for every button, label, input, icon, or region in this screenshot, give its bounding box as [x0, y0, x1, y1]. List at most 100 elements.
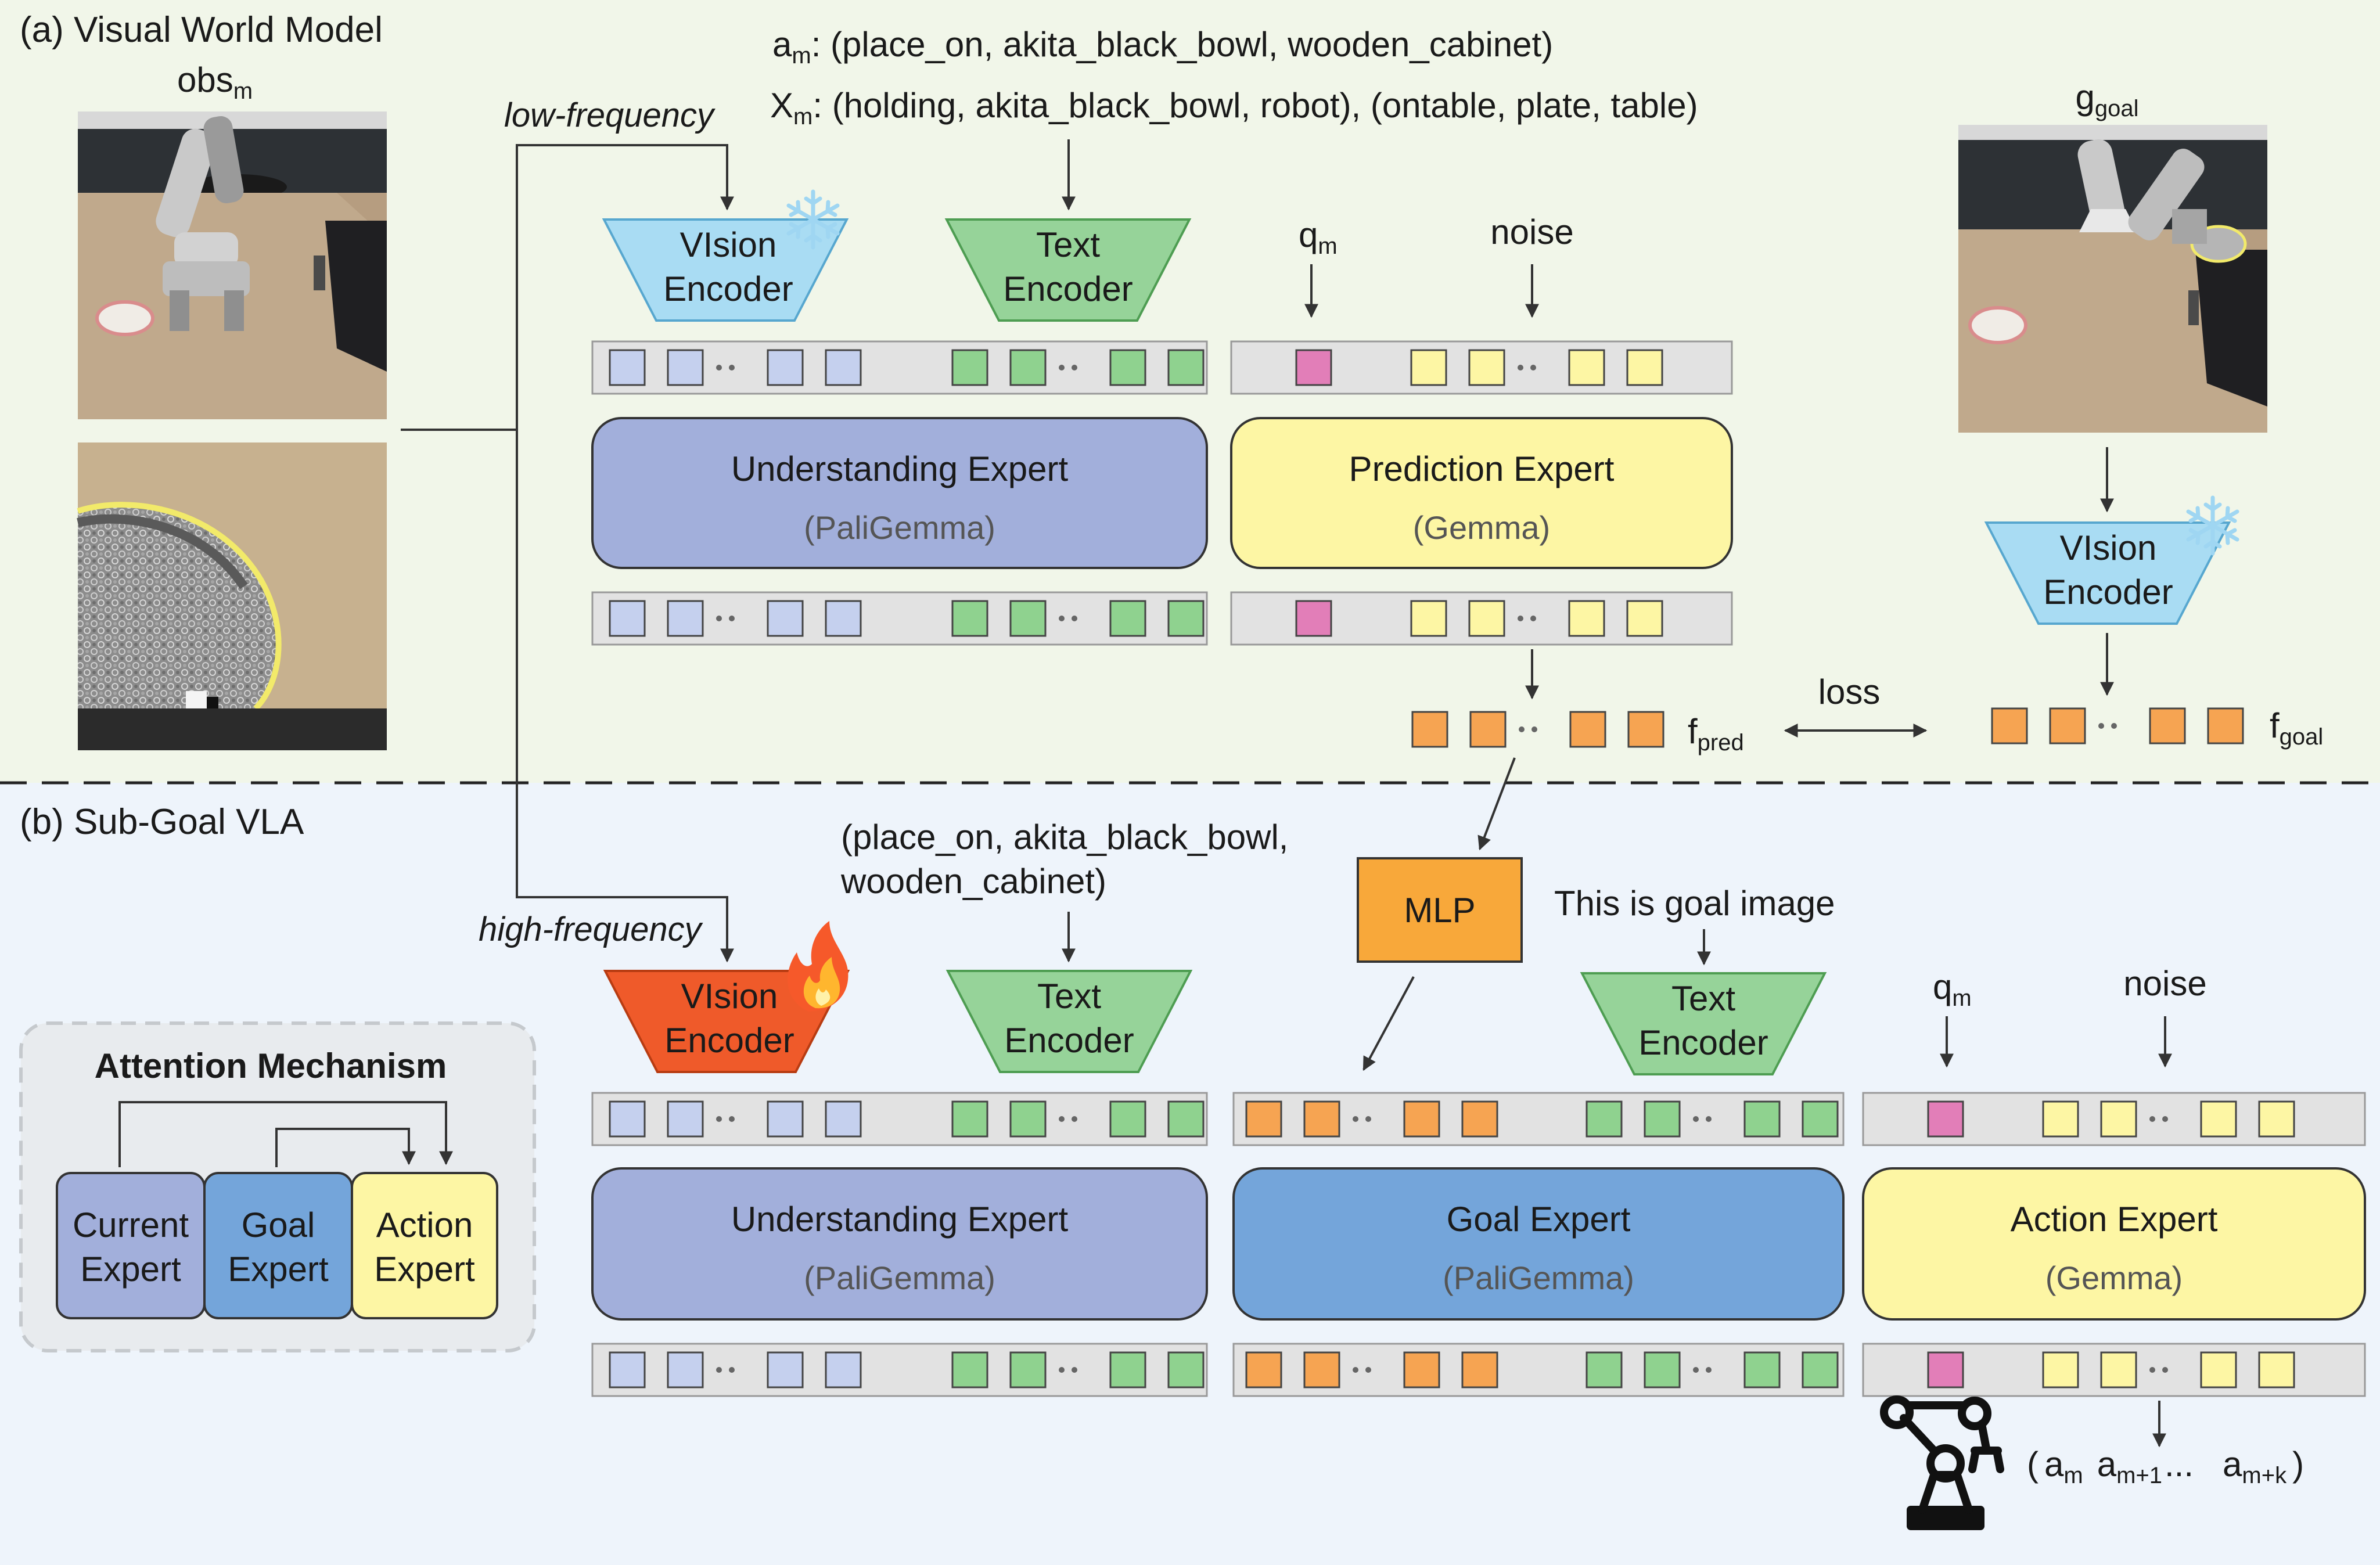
goal-prompt: This is goal image	[1554, 884, 1835, 923]
fgoal-token	[2049, 707, 2086, 744]
text-token	[1009, 600, 1047, 637]
token-ellipsis-dot	[1072, 616, 1077, 621]
token-ellipsis-dot	[2111, 723, 2117, 729]
token-ellipsis-dot	[1365, 1116, 1371, 1122]
noise-token	[2200, 1100, 2237, 1138]
vision-token	[825, 1100, 862, 1138]
fgoal-label: fgoal	[2270, 706, 2323, 750]
vision-token	[767, 1100, 804, 1138]
svg-text:Goal: Goal	[242, 1206, 315, 1244]
low-frequency-arrow	[516, 144, 734, 430]
robot-arm-icon	[1880, 1395, 2004, 1530]
goal-feature-token	[1303, 1100, 1340, 1138]
query-token	[1927, 1351, 1964, 1388]
goal-expert: Goal Expert (PaliGemma)	[1232, 1167, 1845, 1321]
token-ellipsis-dot	[1365, 1367, 1371, 1373]
svg-text:Expert: Expert	[374, 1250, 475, 1289]
token-ellipsis-dot	[1072, 1116, 1077, 1122]
token-row-understanding-input	[591, 340, 1208, 395]
token-ellipsis-dot	[2149, 1116, 2155, 1122]
token-ellipsis-dot	[1693, 1116, 1699, 1122]
token-ellipsis-dot	[1530, 365, 1536, 370]
svg-text:(PaliGemma): (PaliGemma)	[804, 1260, 995, 1296]
noise-token	[2100, 1351, 2137, 1388]
vision-token	[609, 1351, 646, 1388]
fpred-token	[1627, 711, 1664, 748]
token-row-fpred	[1411, 711, 1664, 748]
goal-feature-token	[1245, 1351, 1282, 1388]
ggoal-label: ggoal	[2076, 78, 2139, 121]
token-row-prediction-input	[1230, 340, 1733, 395]
vision-token	[825, 600, 862, 637]
text-token	[1167, 349, 1205, 386]
text-token	[1009, 1100, 1047, 1138]
svg-text:(PaliGemma): (PaliGemma)	[804, 509, 995, 546]
observation-image-wrist	[77, 442, 387, 750]
qm-label-b: qm	[1933, 967, 1972, 1011]
token-ellipsis-dot	[1531, 726, 1537, 732]
goal-text-token	[1802, 1100, 1839, 1138]
mlp-block: MLP	[1357, 857, 1523, 963]
understanding-expert-b: Understanding Expert (PaliGemma)	[591, 1167, 1208, 1321]
vision-token	[825, 349, 862, 386]
token-row-understanding-b-input	[591, 1092, 1208, 1146]
svg-text:VIsion: VIsion	[2060, 528, 2157, 567]
vision-token	[609, 1100, 646, 1138]
svg-text:Encoder: Encoder	[1003, 269, 1133, 308]
token-ellipsis-dot	[1518, 616, 1523, 621]
text-token	[1109, 1351, 1146, 1388]
goal-text-token	[1743, 1351, 1781, 1388]
svg-text:Encoder: Encoder	[1638, 1023, 1768, 1062]
vision-token	[767, 349, 804, 386]
xm-text: Xm: (holding, akita_black_bowl, robot), …	[770, 86, 1698, 129]
svg-text:VIsion: VIsion	[681, 977, 778, 1016]
vision-token	[667, 600, 704, 637]
token-row-prediction-output	[1230, 591, 1733, 646]
goal-feature-token	[1403, 1100, 1440, 1138]
noise-token	[2200, 1351, 2237, 1388]
low-frequency-label: low-frequency	[504, 96, 716, 134]
token-ellipsis-dot	[1072, 365, 1077, 370]
task-text-line1: (place_on, akita_black_bowl,	[841, 818, 1288, 857]
fpred-token	[1569, 711, 1606, 748]
goal-image	[1958, 125, 2267, 433]
noise-token	[1626, 349, 1663, 386]
token-ellipsis-dot	[2162, 1367, 2168, 1373]
svg-text:MLP: MLP	[1404, 891, 1475, 930]
text-token	[951, 1351, 988, 1388]
qm-label-a: qm	[1299, 215, 1338, 259]
goal-feature-token	[1403, 1351, 1440, 1388]
text-token	[951, 349, 988, 386]
token-ellipsis-dot	[1059, 1367, 1065, 1373]
noise-token	[1410, 349, 1447, 386]
goal-text-token	[1586, 1351, 1623, 1388]
high-frequency-arrow	[516, 430, 734, 963]
noise-token	[2258, 1351, 2295, 1388]
noise-token	[1468, 600, 1505, 637]
token-ellipsis-dot	[716, 616, 722, 621]
token-ellipsis-dot	[1706, 1116, 1712, 1122]
noise-token	[1468, 349, 1505, 386]
fgoal-token	[2149, 707, 2186, 744]
svg-text:Encoder: Encoder	[664, 1021, 794, 1060]
svg-text:Encoder: Encoder	[2043, 573, 2173, 611]
text-token	[1167, 600, 1205, 637]
token-ellipsis-dot	[716, 365, 722, 370]
token-ellipsis-dot	[1059, 365, 1065, 370]
fgoal-token	[2207, 707, 2244, 744]
fpred-token	[1469, 711, 1507, 748]
svg-text:Prediction Expert: Prediction Expert	[1349, 449, 1615, 488]
mlp-output-arrow	[1362, 976, 1415, 1071]
token-row-fgoal	[1991, 707, 2244, 744]
goal-feature-token	[1245, 1100, 1282, 1138]
am-text: am: (place_on, akita_black_bowl, wooden_…	[772, 25, 1553, 69]
goal-feature-token	[1461, 1100, 1498, 1138]
token-ellipsis-dot	[2149, 1367, 2155, 1373]
token-row-understanding-b-output	[591, 1343, 1208, 1397]
svg-text:Action: Action	[376, 1206, 473, 1244]
text-token	[1009, 349, 1047, 386]
text-token	[1109, 349, 1146, 386]
goal-vision-encoder: VIsion Encoder	[1984, 521, 2231, 625]
